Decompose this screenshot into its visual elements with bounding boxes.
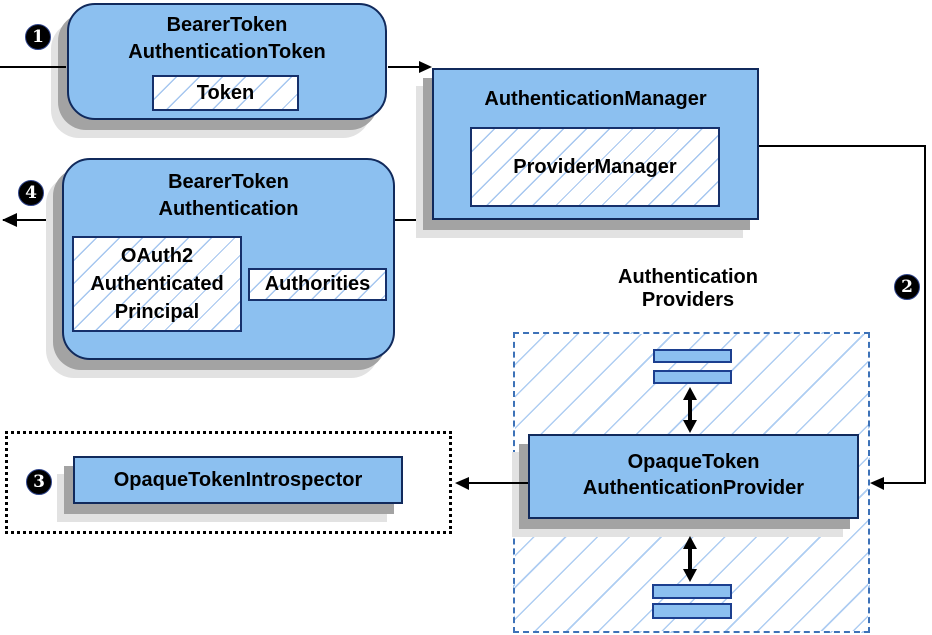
- provider-stack-bar: [652, 584, 732, 599]
- provider-stack-bar: [652, 603, 732, 619]
- node-authentication-manager: AuthenticationManager ProviderManager: [432, 68, 759, 220]
- step-badge-1: 1: [25, 24, 51, 50]
- node-opaque-token-authentication-provider: OpaqueToken AuthenticationProvider: [528, 434, 859, 519]
- token-inner-box: Token: [152, 75, 299, 111]
- provider-manager-inner-box: ProviderManager: [470, 127, 720, 207]
- authorities-inner-box: Authorities: [248, 268, 387, 301]
- node-title: OpaqueToken AuthenticationProvider: [582, 451, 805, 499]
- provider-stack-bar: [653, 349, 732, 363]
- authentication-providers-label: Authentication Providers: [618, 266, 758, 311]
- provider-stack-bar: [653, 370, 732, 384]
- node-title: AuthenticationManager: [484, 88, 707, 110]
- node-title: OpaqueTokenIntrospector: [113, 469, 363, 491]
- node-bearer-token-authentication-token: BearerToken AuthenticationToken Token: [67, 3, 387, 120]
- node-title: BearerToken Authentication: [158, 171, 299, 220]
- oauth2-authenticated-principal-inner-box: OAuth2 Authenticated Principal: [72, 236, 242, 332]
- step-badge-3: 3: [26, 469, 52, 495]
- step-badge-2: 2: [894, 274, 920, 300]
- node-bearer-token-authentication: BearerToken Authentication OAuth2 Authen…: [62, 158, 395, 360]
- node-opaque-token-introspector: OpaqueTokenIntrospector: [73, 456, 403, 504]
- step-badge-4: 4: [18, 180, 44, 206]
- node-title: BearerToken AuthenticationToken: [128, 14, 326, 63]
